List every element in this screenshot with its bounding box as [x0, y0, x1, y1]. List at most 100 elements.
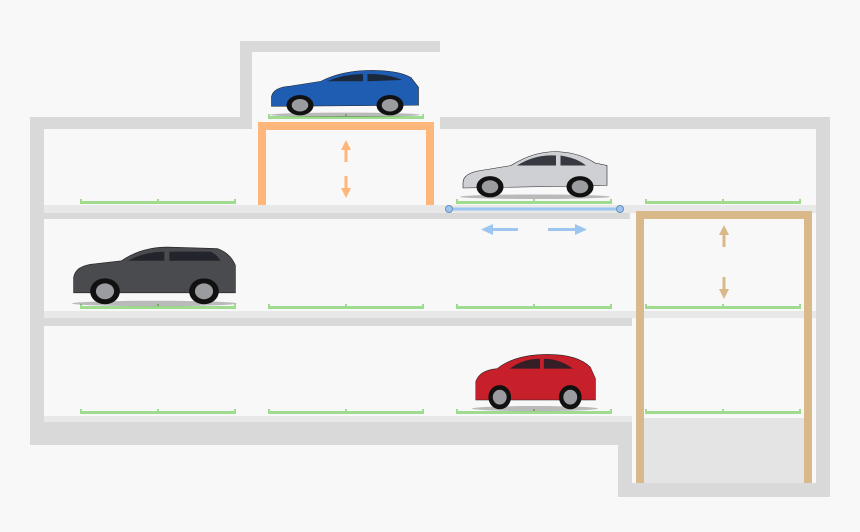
vertical-double-arrow-icon — [719, 225, 729, 299]
pallet — [80, 199, 236, 204]
wall — [30, 117, 252, 129]
pallet-tick — [533, 199, 535, 204]
wall — [816, 117, 830, 497]
grey-suv-car — [72, 246, 238, 307]
floor-surface — [44, 416, 632, 422]
arrow-shaft — [344, 176, 348, 190]
car-rim — [563, 389, 578, 405]
car-rim — [381, 98, 399, 112]
pallet-tick — [645, 409, 647, 414]
car-window — [327, 74, 402, 82]
pallet-tick — [722, 409, 724, 414]
pallet-tick — [268, 409, 270, 414]
pallet-tick — [645, 199, 647, 204]
arrow-shaft — [722, 277, 726, 291]
pallet-tick — [345, 304, 347, 309]
pallet-tick — [610, 409, 612, 414]
pallet-tick — [157, 409, 159, 414]
pallet — [645, 304, 801, 309]
floor-surface — [44, 311, 816, 318]
arrow-down-head — [341, 188, 351, 198]
pallet-tick — [422, 304, 424, 309]
pallet-tick — [80, 199, 82, 204]
pallet — [456, 409, 612, 414]
car-shadow — [270, 112, 420, 117]
pallet-tick — [645, 304, 647, 309]
pallet — [268, 114, 424, 119]
horizontal-double-arrow-icon — [481, 224, 587, 235]
pallet-tick — [422, 409, 424, 414]
pallet-tick — [533, 304, 535, 309]
pallet — [456, 304, 612, 309]
arrow-left-head — [481, 224, 493, 235]
lifts — [258, 122, 812, 483]
arrow-shaft — [490, 228, 518, 231]
lift-post — [636, 211, 644, 483]
pallet-tick — [157, 199, 159, 204]
pallet-tick — [799, 409, 801, 414]
pallet-tick — [456, 199, 458, 204]
car-window — [517, 155, 586, 166]
lift-post — [258, 122, 266, 205]
floor-surface — [44, 205, 816, 213]
building-walls — [30, 41, 830, 497]
blue-hatchback-car — [270, 70, 420, 117]
pallet-tick — [799, 304, 801, 309]
arrow-right-head — [575, 224, 587, 235]
car-shadow — [72, 300, 238, 307]
car-shadow — [472, 406, 598, 412]
arrow-shaft — [344, 148, 348, 162]
pallet-tick — [345, 409, 347, 414]
wall — [30, 117, 44, 445]
pallet — [456, 199, 612, 204]
left-lift — [258, 122, 434, 205]
wall — [240, 41, 252, 123]
silver-coupe-car — [460, 151, 610, 199]
wall — [30, 422, 632, 445]
car-window — [128, 251, 221, 261]
shuttle-wheel — [445, 205, 453, 213]
car-rim — [95, 283, 115, 300]
cars — [72, 70, 610, 412]
pallet-tick — [80, 409, 82, 414]
pallet — [268, 409, 424, 414]
arrow-shaft — [722, 233, 726, 247]
arrow-up-head — [719, 225, 729, 235]
car-window — [509, 358, 573, 369]
pallet — [268, 304, 424, 309]
parking-pallets — [80, 114, 801, 414]
pallet — [80, 409, 236, 414]
wall — [44, 213, 630, 219]
lift-post — [426, 122, 434, 205]
pallet-tick — [157, 304, 159, 309]
vertical-double-arrow-icon — [341, 140, 351, 198]
lift-beam — [636, 211, 812, 219]
arrow-down-head — [719, 289, 729, 299]
wall — [240, 41, 440, 52]
car-rim — [194, 283, 214, 300]
arrow-up-head — [341, 140, 351, 150]
pallet — [80, 304, 236, 309]
pallet-tick — [234, 199, 236, 204]
car-rim — [571, 180, 589, 194]
wall — [618, 483, 830, 497]
lift-pit — [640, 418, 808, 483]
lift-beam — [258, 122, 434, 130]
pallet-tick — [456, 304, 458, 309]
pallet-tick — [234, 409, 236, 414]
pallet — [645, 409, 801, 414]
pallet-tick — [722, 304, 724, 309]
arrow-shaft — [548, 228, 576, 231]
wall — [44, 318, 632, 326]
pallet — [645, 199, 801, 204]
red-city-car-car — [472, 354, 598, 412]
shuttle-rail — [449, 207, 620, 211]
right-lift — [636, 211, 812, 483]
pallet-tick — [268, 304, 270, 309]
pallet-tick — [80, 304, 82, 309]
lift-post — [804, 211, 812, 483]
pallet-tick — [268, 114, 270, 119]
shuttle — [445, 205, 624, 213]
